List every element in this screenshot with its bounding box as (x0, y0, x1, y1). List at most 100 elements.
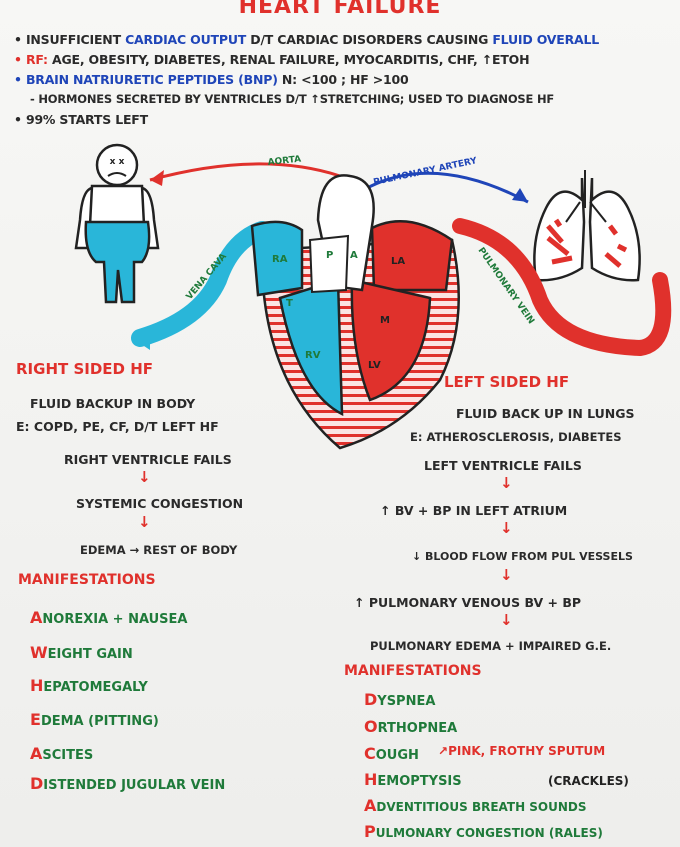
right-manifest-item: DISTENDED JUGULAR VEIN (30, 774, 225, 793)
person-face-eyes: x x (110, 157, 125, 167)
left-step-3: ↓ BLOOD FLOW FROM PUL VESSELS (412, 550, 633, 563)
person-figure: x x (74, 143, 160, 304)
mnemonic-letter: D (30, 774, 44, 793)
pulmonic-valve-label: P (326, 250, 333, 261)
left-manifest-item: COUGH (364, 744, 419, 763)
right-manifestations-heading: MANIFESTATIONS (18, 572, 156, 588)
aorta-arrow (149, 162, 341, 182)
mnemonic-letter: H (30, 676, 44, 695)
left-manifest-item: PULMONARY CONGESTION (RALES) (364, 822, 603, 841)
right-hf-desc: FLUID BACKUP IN BODY (30, 396, 196, 411)
intro-line-3: • BRAIN NATRIURETIC PEPTIDES (BNP) N: <1… (14, 72, 409, 87)
left-arrow-2: ↓ (500, 519, 513, 537)
intro-fluid-overall: FLUID OVERALL (492, 32, 600, 47)
right-manifest-item: HEPATOMEGALY (30, 676, 148, 695)
left-step-1: LEFT VENTRICLE FAILS (424, 458, 582, 473)
mnemonic-letter: D (364, 690, 378, 709)
mnemonic-letter: W (30, 643, 48, 662)
pulmonary-artery-arrowhead (512, 188, 528, 202)
cough-note-text: PINK, FROTHY SPUTUM (448, 744, 606, 758)
left-step-5: PULMONARY EDEMA + IMPAIRED G.E. (370, 639, 612, 653)
left-manifest-item: ADVENTITIOUS BREATH SOUNDS (364, 796, 587, 815)
heart: RA LA RV LV P A T M (250, 174, 460, 450)
mnemonic-text: SCITES (42, 748, 94, 763)
left-manifest-item: HEMOPTYSIS (364, 770, 462, 789)
left-manifestations-heading: MANIFESTATIONS (344, 663, 482, 679)
risk-factors-list: AGE, OBESITY, DIABETES, RENAL FAILURE, M… (51, 52, 530, 67)
right-arrow-2: ↓ (138, 513, 151, 531)
lung-right (533, 177, 586, 282)
right-atrium (250, 220, 304, 297)
person-frown (107, 172, 127, 177)
page-title: HEART FAILURE (238, 0, 442, 19)
mnemonic-letter: A (30, 744, 43, 763)
mitral-valve-label: M (380, 315, 390, 326)
bnp-label: • BRAIN NATRIURETIC PEPTIDES (BNP) (14, 72, 278, 87)
left-step-2: ↑ BV + BP IN LEFT ATRIUM (380, 503, 568, 518)
mnemonic-text: ULMONARY CONGESTION (RALES) (375, 826, 603, 840)
right-hf-heading: RIGHT SIDED HF (16, 360, 154, 378)
intro-line-4: - HORMONES SECRETED BY VENTRICLES D/T ↑S… (30, 92, 555, 106)
right-step-3: EDEMA → REST OF BODY (80, 543, 238, 557)
mnemonic-letter: P (364, 822, 376, 841)
mnemonic-text: YSPNEA (377, 694, 436, 709)
mnemonic-text: OUGH (375, 748, 419, 763)
risk-factors-label: • RF: (14, 52, 48, 67)
right-hf-examples: E: COPD, PE, CF, D/T LEFT HF (16, 419, 219, 434)
mnemonic-letter: A (30, 608, 43, 627)
mnemonic-text: EIGHT GAIN (47, 647, 133, 662)
right-manifest-item: ANOREXIA + NAUSEA (30, 608, 187, 627)
mnemonic-letter: O (364, 717, 378, 736)
intro-line-2: • RF: AGE, OBESITY, DIABETES, RENAL FAIL… (14, 52, 530, 67)
trachea (565, 170, 607, 223)
aortic-valve-label: A (350, 250, 358, 261)
person-edema-legs (84, 220, 151, 304)
left-atrium (370, 220, 454, 292)
mnemonic-text: NOREXIA + NAUSEA (42, 612, 188, 627)
aorta-arrowhead (150, 170, 164, 186)
lungs (533, 170, 641, 282)
mnemonic-letter: E (30, 710, 41, 729)
left-manifest-item: ORTHOPNEA (364, 717, 457, 736)
left-hf-desc: FLUID BACK UP IN LUNGS (456, 406, 635, 421)
intro-insufficient: INSUFFICIENT (25, 32, 121, 47)
intro-cardiac-output: CARDIAC OUTPUT (125, 32, 247, 47)
person-torso (88, 184, 146, 227)
mnemonic-letter: C (364, 744, 376, 763)
vena-cava-arrowhead (132, 326, 150, 350)
left-arrow-4: ↓ (500, 611, 513, 629)
mnemonic-letter: H (364, 770, 378, 789)
pulmonary-valve-area (308, 234, 350, 294)
pulmonary-artery-arrow (359, 171, 529, 204)
left-arrow-1: ↓ (500, 474, 513, 492)
intro-line-1: • INSUFFICIENT CARDIAC OUTPUT D/T CARDIA… (14, 32, 599, 47)
left-ventricle (350, 278, 432, 402)
intro-cause: D/T CARDIAC DISORDERS CAUSING (250, 32, 489, 47)
right-manifest-item: WEIGHT GAIN (30, 643, 133, 662)
left-arrow-3: ↓ (500, 566, 513, 584)
bnp-values: N: <100 ; HF >100 (281, 72, 409, 87)
crackles-note: (CRACKLES) (548, 774, 629, 788)
mnemonic-letter: A (364, 796, 377, 815)
right-ventricle (278, 278, 344, 417)
mnemonic-text: EMOPTYSIS (377, 774, 462, 789)
bullet: • (14, 32, 22, 47)
left-hf-heading: LEFT SIDED HF (444, 373, 570, 391)
cough-note: ↗PINK, FROTHY SPUTUM (438, 744, 605, 758)
cough-note-arrow: ↗ (438, 744, 449, 758)
intro-line-5: • 99% STARTS LEFT (14, 112, 148, 127)
right-step-2: SYSTEMIC CONGESTION (76, 496, 244, 511)
right-arrow-1: ↓ (138, 468, 151, 486)
rv-label: RV (305, 350, 321, 361)
lung-congestion (546, 218, 628, 268)
la-label: LA (391, 256, 405, 267)
left-hf-examples: E: ATHEROSCLEROSIS, DIABETES (410, 430, 622, 444)
heart-diagram: x x AORTA PULMONARY ARTERY VENA CAVA PUL… (74, 143, 672, 450)
mnemonic-text: DVENTITIOUS BREATH SOUNDS (376, 800, 587, 814)
left-manifest-item: DYSPNEA (364, 690, 435, 709)
pulmonary-vein (452, 218, 672, 357)
aorta-label: AORTA (267, 155, 301, 168)
ra-label: RA (272, 254, 288, 265)
right-manifest-item: EDEMA (PITTING) (30, 710, 159, 729)
mnemonic-text: ISTENDED JUGULAR VEIN (43, 778, 226, 793)
